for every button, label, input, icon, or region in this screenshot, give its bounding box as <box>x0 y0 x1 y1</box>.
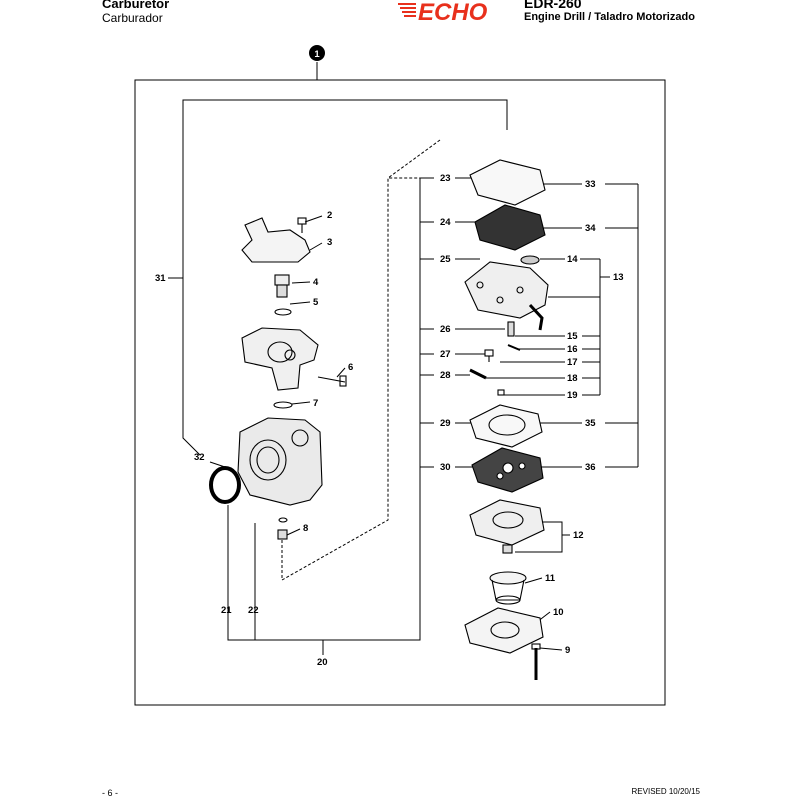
revision-date: REVISED 10/20/15 <box>631 787 700 796</box>
callout-5: 5 <box>313 297 319 308</box>
callout-16: 16 <box>567 344 578 355</box>
part-12-pump-cover <box>469 499 545 546</box>
part-24-diaphragm <box>474 204 546 251</box>
callout-4: 4 <box>313 277 319 288</box>
callout-14: 14 <box>567 254 578 265</box>
callout-32: 32 <box>194 452 205 463</box>
callout-2: 2 <box>327 210 332 221</box>
callout-8: 8 <box>303 523 308 534</box>
part-8-fitting <box>277 517 288 540</box>
part-13-pump-body <box>464 261 549 319</box>
callout-13: 13 <box>613 272 624 283</box>
assembly-marker <box>309 45 325 61</box>
part-19-screw <box>497 389 505 396</box>
part-14-cap <box>520 255 540 265</box>
part-32-gasket <box>209 466 241 504</box>
part-4-knob <box>274 274 290 298</box>
model-number: EDR-260 <box>524 0 582 11</box>
part-16-needle <box>507 344 521 351</box>
part-10-cover-plate <box>464 607 544 654</box>
callout-22: 22 <box>248 605 259 616</box>
callout-12: 12 <box>573 530 584 541</box>
callout-35: 35 <box>585 418 596 429</box>
callout-20: 20 <box>317 657 328 668</box>
part-11-primer-bulb <box>489 571 527 605</box>
part-15-pin <box>507 321 515 337</box>
callout-7: 7 <box>313 398 318 409</box>
callout-24: 24 <box>440 217 451 228</box>
callout-3: 3 <box>327 237 332 248</box>
callout-26: 26 <box>440 324 451 335</box>
part-23-gasket <box>469 159 546 206</box>
callout-17: 17 <box>567 357 578 368</box>
page-number: - 6 - <box>102 788 119 798</box>
echo-logo: ECHO <box>398 0 488 22</box>
assembly-frame <box>134 79 666 706</box>
part-12-fitting <box>502 544 513 554</box>
callout-28: 28 <box>440 370 451 381</box>
callout-18: 18 <box>567 373 578 384</box>
part-6-bolt <box>317 375 347 387</box>
callout-11: 11 <box>545 573 556 584</box>
callout-19: 19 <box>567 390 578 401</box>
upper-throttle-body <box>241 327 319 391</box>
part-3-bracket <box>241 217 311 263</box>
part-17-screw <box>484 349 494 362</box>
page-subtitle: Carburador <box>102 11 163 25</box>
part-29-gasket <box>469 404 543 448</box>
callout-21: 21 <box>221 605 232 616</box>
model-description: Engine Drill / Taladro Motorizado <box>524 11 695 23</box>
callout-6: 6 <box>348 362 353 373</box>
brand-wordmark: ECHO <box>418 0 488 22</box>
page-title: Carburetor <box>102 0 170 11</box>
callout-15: 15 <box>567 331 578 342</box>
assembly-marker-number: 1 <box>314 49 320 60</box>
callout-30: 30 <box>440 462 451 473</box>
part-18-pin <box>469 368 487 380</box>
callout-23: 23 <box>440 173 451 184</box>
callout-10: 10 <box>553 607 564 618</box>
callout-33: 33 <box>585 179 596 190</box>
callout-29: 29 <box>440 418 451 429</box>
callout-36: 36 <box>585 462 596 473</box>
carburetor-body <box>237 417 323 506</box>
part-7-clip <box>273 401 293 409</box>
callout-34: 34 <box>585 223 596 234</box>
callout-9: 9 <box>565 645 570 656</box>
callout-25: 25 <box>440 254 451 265</box>
part-9-bolt <box>531 643 541 680</box>
callout-27: 27 <box>440 349 451 360</box>
part-2-screw <box>297 217 307 233</box>
part-5-oring <box>274 308 292 316</box>
callout-31: 31 <box>155 273 166 284</box>
